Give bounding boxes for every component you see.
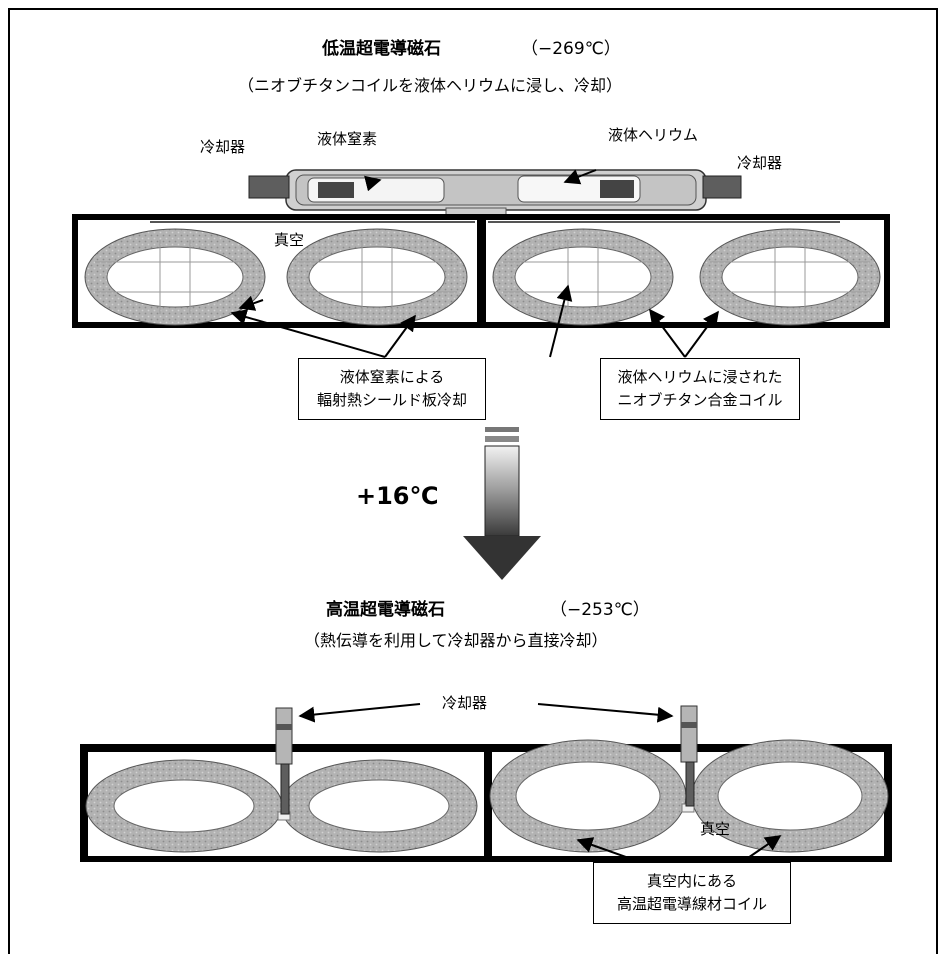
callout-shield-line-2: 輻射熱シールド板冷却 <box>316 391 467 409</box>
cooler-right-box <box>702 175 742 199</box>
high-coil-4 <box>691 739 889 853</box>
low-callout-arrows <box>230 169 719 358</box>
temperature-delta: +16℃ <box>356 482 439 510</box>
high-callout-arrows <box>298 703 782 863</box>
high-temp-value: （−253℃） <box>550 600 650 620</box>
high-coil-3 <box>489 739 687 853</box>
callout-shield: 液体窒素による 輻射熱シールド板冷却 <box>298 358 486 420</box>
tank-inner-block-left <box>318 182 354 198</box>
high-coil-2 <box>280 759 478 853</box>
low-temp-title: 低温超電導磁石 <box>322 39 441 59</box>
diagram-frame <box>8 8 938 954</box>
high-temp-subtitle: （熱伝導を利用して冷却器から直接冷却） <box>304 631 608 650</box>
down-arrow <box>463 427 541 580</box>
callout-shield-line-1: 液体窒素による <box>339 367 445 386</box>
cooler-left-label: 冷却器 <box>200 138 246 156</box>
low-temp-subtitle: （ニオブチタンコイルを液体ヘリウムに浸し、冷却） <box>238 76 623 95</box>
high-temp-title: 高温超電導磁石 <box>326 600 445 620</box>
callout-niobium-coil: 液体ヘリウムに浸された ニオブチタン合金コイル <box>600 358 800 420</box>
cooler-left-box <box>248 175 290 199</box>
liquid-helium-label: 液体ヘリウム <box>608 126 699 144</box>
liquid-nitrogen-label: 液体窒素 <box>317 130 378 148</box>
low-coil-1 <box>84 228 266 326</box>
high-vacuum-label: 真空 <box>700 820 731 838</box>
liquid-tank <box>285 169 707 211</box>
low-temp-value: （−269℃） <box>521 39 621 59</box>
cooler-right-label: 冷却器 <box>737 154 783 172</box>
high-cooler-label: 冷却器 <box>442 694 488 712</box>
high-coil-1 <box>85 759 283 853</box>
callout-niobium-line-2: ニオブチタン合金コイル <box>617 391 783 409</box>
callout-hts-coil: 真空内にある 高温超電導線材コイル <box>593 862 791 924</box>
callout-hts-line-2: 高温超電導線材コイル <box>616 895 767 913</box>
low-vacuum-label: 真空 <box>274 231 305 249</box>
callout-niobium-line-1: 液体ヘリウムに浸された <box>617 367 783 386</box>
high-cooler-left <box>275 707 293 815</box>
callout-hts-line-1: 真空内にある <box>646 871 737 890</box>
tank-inner-block-right <box>600 180 634 198</box>
low-coil-2 <box>286 228 468 326</box>
high-cooler-right <box>680 705 698 807</box>
low-coil-4 <box>699 228 881 326</box>
low-coil-3 <box>492 228 674 326</box>
